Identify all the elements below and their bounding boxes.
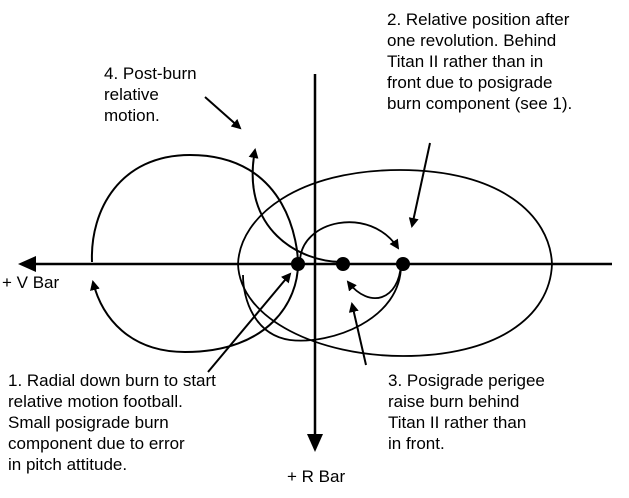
position-point-2	[396, 257, 410, 271]
r-bar-label: + R Bar	[287, 467, 346, 486]
leader-arrow-4	[204, 96, 242, 130]
posigrade-arc	[346, 263, 402, 299]
leader-arrow-1	[207, 272, 292, 373]
right-motion-ellipse	[237, 169, 553, 357]
annotation-one-revolution-position: 2. Relative position after one revolutio…	[387, 10, 573, 113]
left-motion-ellipse	[90, 153, 299, 265]
r-bar-axis	[307, 74, 323, 452]
perigee-raise-arc	[242, 263, 402, 342]
leader-arrow-3	[348, 302, 367, 366]
one-revolution-arc	[299, 221, 400, 263]
v-bar-label: + V Bar	[2, 273, 60, 292]
v-bar-arrowhead	[18, 256, 36, 272]
burn-point-middle	[336, 257, 350, 271]
r-bar-arrowhead	[307, 434, 323, 452]
v-bar-axis	[18, 256, 612, 272]
annotation-posigrade-perigee-burn: 3. Posigrade perigee raise burn behind T…	[388, 371, 545, 453]
annotation-post-burn-motion: 4. Post-burn relative motion.	[104, 64, 197, 125]
burn-point-1	[291, 257, 305, 271]
annotation-radial-down-burn: 1. Radial down burn to start relative mo…	[8, 371, 216, 474]
left-ellipse-lower-arc	[90, 263, 299, 354]
leader-arrow-2	[408, 142, 431, 228]
post-burn-arc	[248, 148, 343, 263]
